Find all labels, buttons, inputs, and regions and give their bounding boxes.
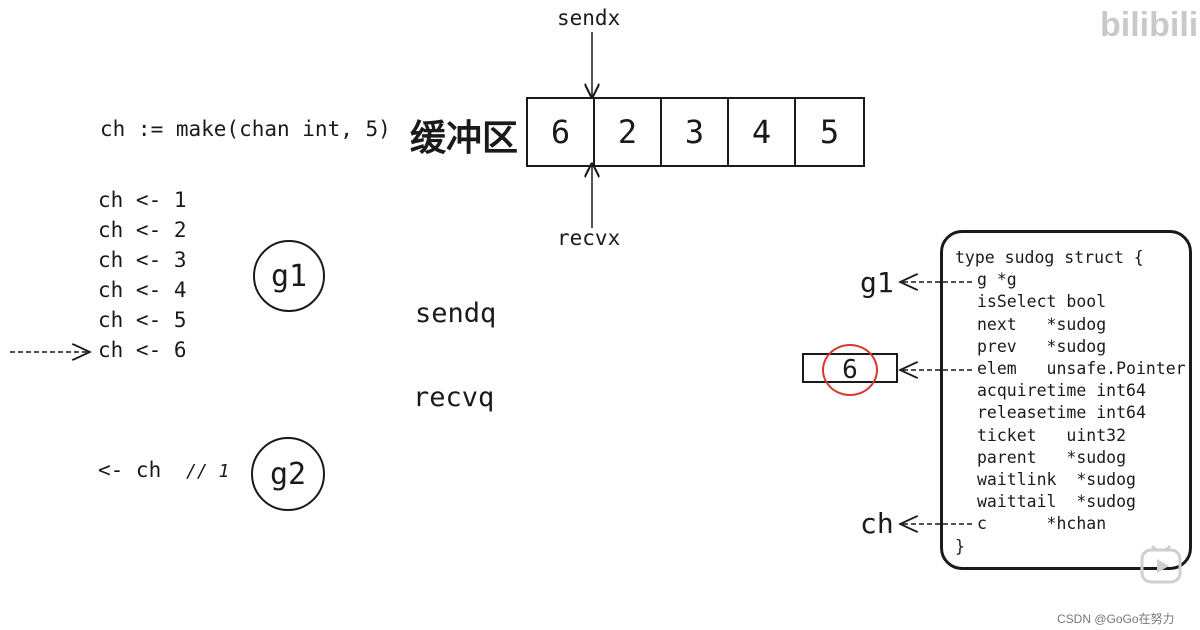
recvq-label: recvq [413, 382, 495, 413]
buffer-label: 缓冲区 [410, 117, 519, 159]
struct-field: parent *sudog [977, 447, 1127, 467]
struct-field: c *hchan [977, 514, 1107, 534]
struct-field: releasetime int64 [977, 403, 1146, 423]
elem-highlight-circle: 6 [822, 344, 878, 396]
goroutine-g1-label: g1 [270, 258, 308, 294]
watermark: bilibili [1100, 6, 1199, 44]
buffer-array: 6 2 3 4 5 [526, 97, 865, 167]
struct-field: prev *sudog [977, 336, 1107, 356]
struct-field: waittail *sudog [977, 492, 1136, 512]
elem-value: 6 [842, 355, 858, 385]
buffer-cell: 5 [819, 113, 840, 151]
ch-reference: ch [860, 507, 894, 540]
g1-reference: g1 [860, 266, 894, 299]
recvx-label: recvx [557, 226, 621, 250]
struct-footer: } [955, 536, 965, 556]
send-line: ch <- 6 [98, 338, 187, 362]
send-line: ch <- 3 [98, 248, 187, 272]
buffer-cell: 2 [595, 99, 662, 165]
struct-field: g *g [977, 270, 1017, 290]
receive-comment: // 1 [186, 461, 230, 482]
struct-header: type sudog struct { [955, 248, 1144, 267]
struct-field: next *sudog [977, 314, 1107, 334]
buffer-cell: 6 [528, 99, 595, 165]
goroutine-g2-node: g2 [251, 437, 325, 511]
send-line: ch <- 5 [98, 308, 187, 332]
struct-field: ticket uint32 [977, 425, 1127, 445]
struct-field: acquiretime int64 [977, 381, 1146, 401]
send-line: ch <- 1 [98, 188, 187, 212]
make-statement: ch := make(chan int, 5) [100, 117, 391, 141]
play-badge-icon[interactable] [1140, 544, 1182, 584]
buffer-cell: 3 [662, 99, 729, 165]
struct-field: waitlink *sudog [977, 470, 1136, 490]
buffer-cell: 4 [729, 99, 796, 165]
footer-credit: CSDN @GoGo在努力 [1057, 612, 1175, 626]
send-line: ch <- 2 [98, 218, 187, 242]
struct-field: isSelect bool [977, 292, 1107, 312]
struct-field: elem unsafe.Pointer [977, 359, 1186, 379]
sendx-label: sendx [557, 6, 621, 30]
receive-statement: <- ch [98, 458, 162, 482]
sudog-struct-box: type sudog struct { g *g isSelect bool n… [940, 230, 1192, 570]
goroutine-g2-label: g2 [269, 456, 307, 492]
send-line: ch <- 4 [98, 278, 187, 302]
sendq-label: sendq [415, 298, 497, 329]
goroutine-g1-node: g1 [253, 240, 325, 312]
